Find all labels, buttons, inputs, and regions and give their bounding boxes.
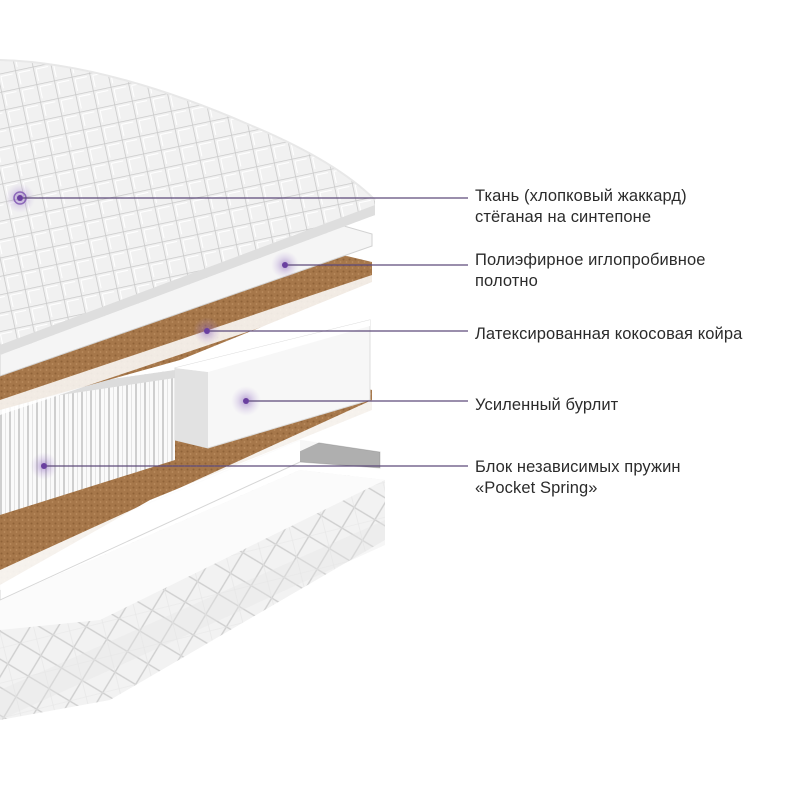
callout-label-line: Усиленный бурлит <box>475 396 619 414</box>
top-quilted-fabric <box>0 59 376 355</box>
callout-fabric-pointer <box>5 183 468 213</box>
callout-springs-pointer <box>30 452 468 480</box>
callout-label-line: Латексированная кокосовая койра <box>475 325 743 343</box>
callout-label-line: Полиэфирное иглопробивное <box>475 251 706 269</box>
callout-label-felt: Полиэфирное иглопробивное полотно <box>475 250 785 292</box>
callout-label-line: стёганая на синтепоне <box>475 208 652 226</box>
callout-felt-pointer <box>271 251 468 279</box>
callout-label-line: Ткань (хлопковый жаккард) <box>475 187 687 205</box>
callout-label-coir: Латексированная кокосовая койра <box>475 324 785 345</box>
callout-label-fabric: Ткань (хлопковый жаккард) стёганая на си… <box>475 186 785 228</box>
callout-burlit-pointer <box>231 386 468 416</box>
callout-label-line: полотно <box>475 272 538 290</box>
burlit-block <box>174 319 371 449</box>
callout-label-springs: Блок независимых пружин «Pocket Spring» <box>475 457 785 499</box>
upper-coir-layer <box>0 252 372 415</box>
callout-coir-pointer <box>193 317 468 345</box>
callout-label-line: Блок независимых пружин <box>475 458 681 476</box>
callout-label-line: «Pocket Spring» <box>475 479 598 497</box>
callout-label-burlit: Усиленный бурлит <box>475 395 785 416</box>
mattress-base-layer <box>0 470 385 720</box>
lower-coir-layer <box>0 378 372 590</box>
